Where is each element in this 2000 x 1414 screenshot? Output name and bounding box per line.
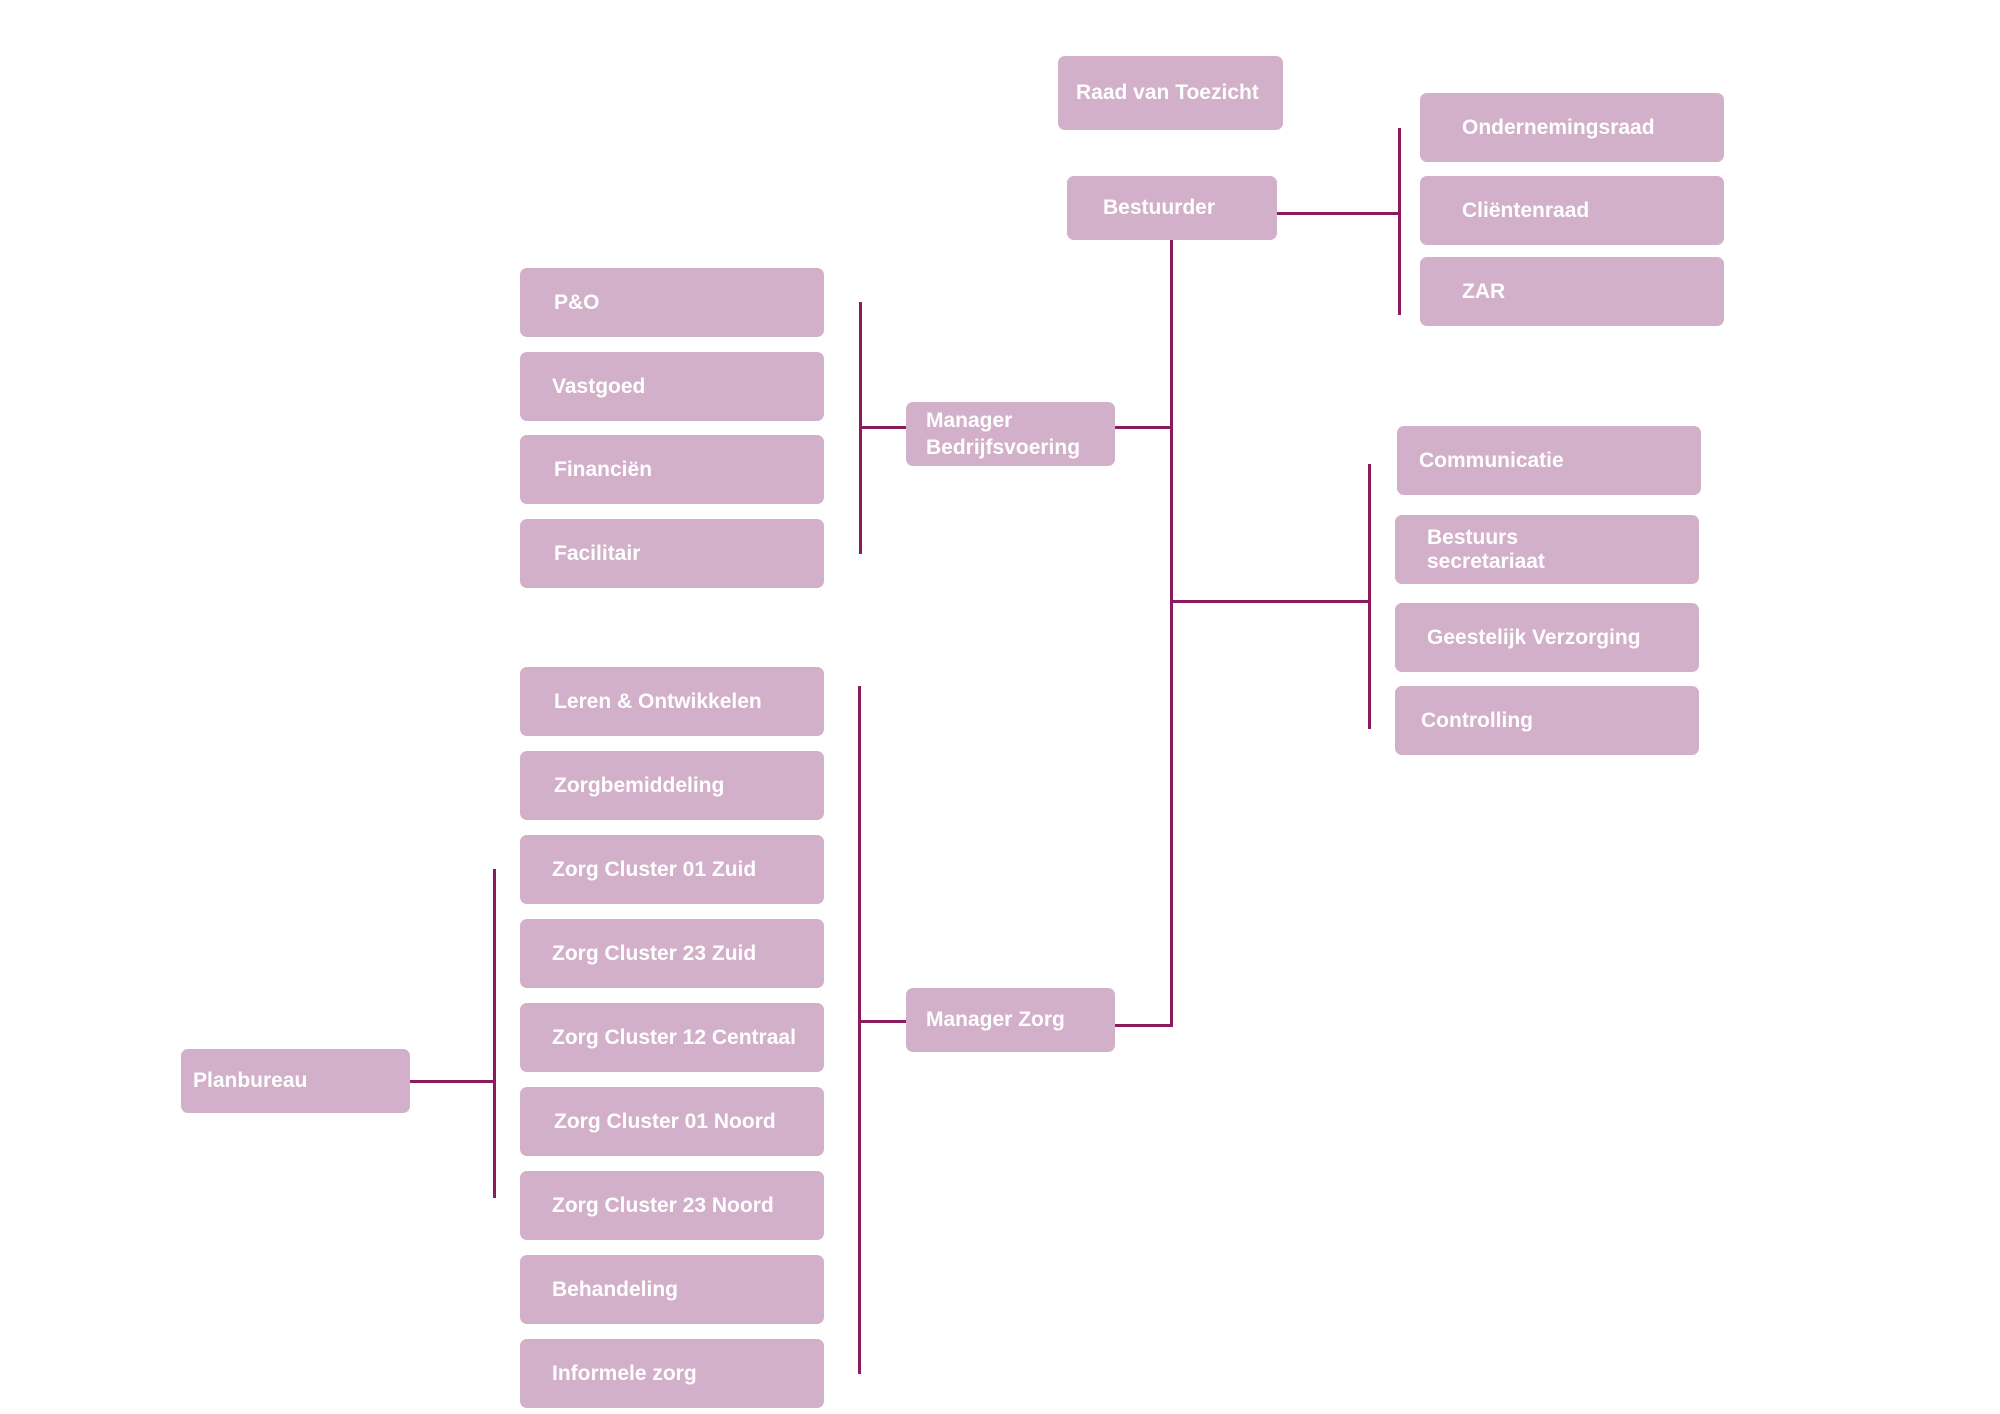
node-behandeling[interactable]: Behandeling xyxy=(520,1255,824,1324)
node-bestuurder[interactable]: Bestuurder xyxy=(1067,176,1277,240)
node-label: ZAR xyxy=(1462,279,1506,303)
connector-councils-bracket xyxy=(1398,128,1401,315)
node-label: Manager Zorg xyxy=(926,1008,1065,1031)
connector-planning-link xyxy=(410,1080,496,1083)
node-label: Manager Bedrijfsvoering xyxy=(926,409,1081,459)
node-zorg-cluster-23-noord[interactable]: Zorg Cluster 23 Noord xyxy=(520,1171,824,1240)
node-manager-bedrijfsvoering[interactable]: Manager Bedrijfsvoering xyxy=(906,402,1115,466)
connector-care-bracket xyxy=(858,686,861,1374)
connector-operations-link xyxy=(861,426,906,429)
node-label: Vastgoed xyxy=(552,374,646,398)
node-label: Informele zorg xyxy=(552,1361,697,1385)
node-label: Zorg Cluster 23 Zuid xyxy=(552,941,757,965)
node-label: Controlling xyxy=(1421,708,1533,732)
node-zorg-cluster-01-zuid[interactable]: Zorg Cluster 01 Zuid xyxy=(520,835,824,904)
connector-trunk-operations xyxy=(1115,426,1173,429)
node-label: Zorg Cluster 01 Noord xyxy=(554,1109,776,1133)
node-label: Leren & Ontwikkelen xyxy=(554,689,762,713)
node-informele-zorg[interactable]: Informele zorg xyxy=(520,1339,824,1408)
node-label: Zorg Cluster 01 Zuid xyxy=(552,857,757,881)
node-manager-zorg[interactable]: Manager Zorg xyxy=(906,988,1115,1052)
node-zar[interactable]: ZAR xyxy=(1420,257,1724,326)
node-zorg-cluster-23-zuid[interactable]: Zorg Cluster 23 Zuid xyxy=(520,919,824,988)
node-financien[interactable]: Financiën xyxy=(520,435,824,504)
connector-staff-bracket xyxy=(1368,464,1371,729)
node-vastgoed[interactable]: Vastgoed xyxy=(520,352,824,421)
node-p-en-o[interactable]: P&O xyxy=(520,268,824,337)
node-label: Zorg Cluster 12 Centraal xyxy=(552,1025,796,1049)
connector-director-trunk xyxy=(1170,240,1173,1026)
node-label: Financiën xyxy=(554,457,653,481)
node-label: Bestuurder xyxy=(1103,196,1216,219)
connector-planning-bracket xyxy=(493,869,496,1198)
connector-operations-bracket xyxy=(859,302,862,554)
node-zorg-cluster-12-centraal[interactable]: Zorg Cluster 12 Centraal xyxy=(520,1003,824,1072)
node-label: Bestuurs secretariaat xyxy=(1427,525,1545,573)
node-zorgbemiddeling[interactable]: Zorgbemiddeling xyxy=(520,751,824,820)
node-leren-en-ontwikkelen[interactable]: Leren & Ontwikkelen xyxy=(520,667,824,736)
node-communicatie[interactable]: Communicatie xyxy=(1397,426,1701,495)
node-label: Raad van Toezicht xyxy=(1076,81,1259,104)
connector-director-councils xyxy=(1275,212,1401,215)
node-label: Ondernemingsraad xyxy=(1462,115,1655,139)
node-label: Geestelijk Verzorging xyxy=(1427,625,1641,649)
node-clientenraad[interactable]: Cliëntenraad xyxy=(1420,176,1724,245)
connector-care-link xyxy=(860,1020,906,1023)
node-facilitair[interactable]: Facilitair xyxy=(520,519,824,588)
node-label: Communicatie xyxy=(1419,448,1564,472)
node-raad-van-toezicht[interactable]: Raad van Toezicht xyxy=(1058,56,1283,130)
connector-trunk-care xyxy=(1115,1024,1173,1027)
node-planbureau[interactable]: Planbureau xyxy=(181,1049,410,1113)
node-label: Cliëntenraad xyxy=(1462,198,1590,222)
node-label: P&O xyxy=(554,290,600,314)
node-label: Zorgbemiddeling xyxy=(554,773,725,797)
node-bestuurssecretariaat[interactable]: Bestuurs secretariaat xyxy=(1395,515,1699,584)
node-geestelijk-verzorging[interactable]: Geestelijk Verzorging xyxy=(1395,603,1699,672)
connector-trunk-staff xyxy=(1170,600,1370,603)
node-ondernemingsraad[interactable]: Ondernemingsraad xyxy=(1420,93,1724,162)
node-label: Facilitair xyxy=(554,541,641,565)
node-label: Planbureau xyxy=(193,1069,308,1092)
node-label: Behandeling xyxy=(552,1277,679,1301)
node-label: Zorg Cluster 23 Noord xyxy=(552,1193,774,1217)
node-controlling[interactable]: Controlling xyxy=(1395,686,1699,755)
node-zorg-cluster-01-noord[interactable]: Zorg Cluster 01 Noord xyxy=(520,1087,824,1156)
